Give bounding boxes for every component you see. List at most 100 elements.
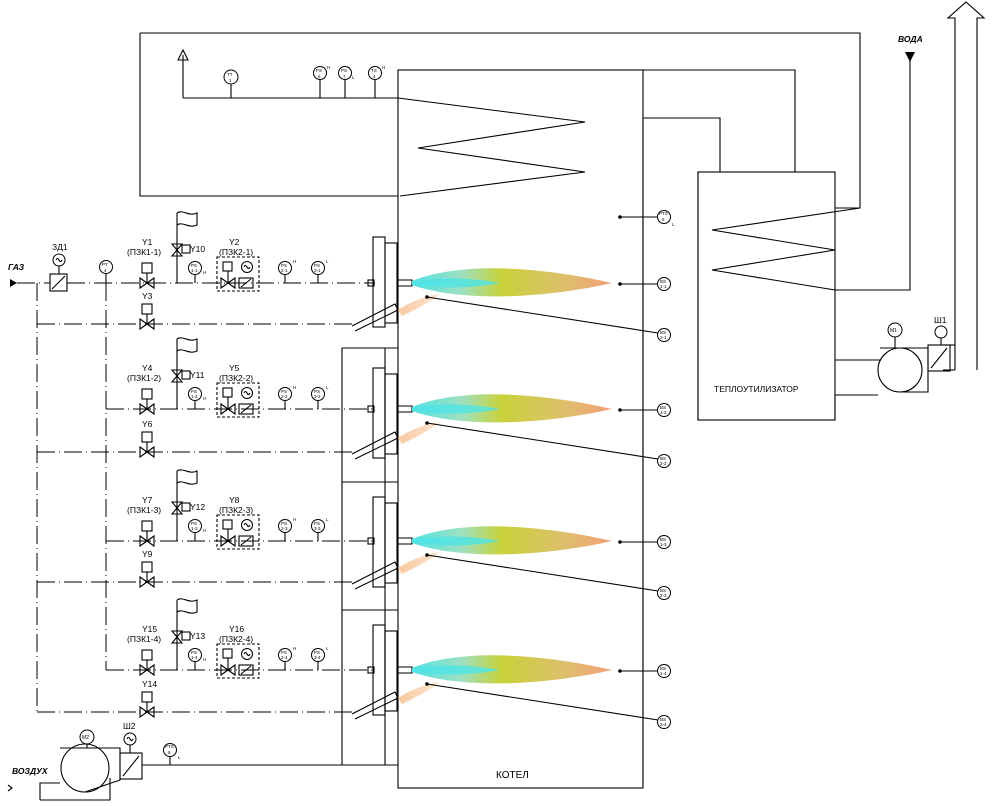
- svg-text:PS: PS: [314, 650, 320, 655]
- boiler-coil: [397, 97, 586, 197]
- control-valve-label: Y2: [229, 237, 240, 247]
- svg-text:BS: BS: [660, 330, 666, 335]
- svg-text:H: H: [293, 517, 296, 522]
- actuator-icon: [243, 390, 251, 396]
- main-valve-sublabel: (ПЗК1-2): [127, 373, 161, 383]
- svg-text:H: H: [382, 65, 385, 70]
- svg-text:3-3: 3-3: [314, 526, 321, 531]
- chimney: [943, 1, 986, 371]
- svg-text:1-2: 1-2: [660, 410, 667, 415]
- svg-text:PS: PS: [281, 263, 287, 268]
- boiler-pressure-switch: PTS 5 L: [618, 210, 675, 227]
- pressure-switch-icon: [188, 261, 202, 275]
- svg-text:PS: PS: [341, 68, 347, 73]
- m1-label: M1: [890, 328, 897, 334]
- svg-text:BS: BS: [660, 717, 666, 722]
- control-valve-group: [216, 514, 260, 550]
- flame-sensor-icon: [657, 664, 671, 678]
- control-valve-sublabel: (ПЗК2-3): [219, 505, 253, 515]
- svg-text:PS: PS: [281, 650, 287, 655]
- flame-sensor-icon: [657, 535, 671, 549]
- svg-text:BS: BS: [660, 537, 666, 542]
- fan-m1: M1 Ш1: [835, 315, 951, 396]
- vent-valve-icon: [170, 243, 184, 257]
- svg-text:2-3: 2-3: [660, 593, 667, 598]
- damper-sh1: [927, 344, 951, 372]
- svg-text:PS: PS: [314, 389, 320, 394]
- vent-valve-icon: [170, 369, 184, 383]
- control-valve-group: [216, 382, 260, 418]
- pilot-flame: [398, 682, 440, 704]
- control-valve-sublabel: (ПЗК2-2): [219, 373, 253, 383]
- svg-text:BS: BS: [660, 456, 666, 461]
- sh1-label: Ш1: [934, 315, 947, 325]
- svg-text:6: 6: [318, 74, 321, 79]
- svg-text:PS: PS: [314, 521, 320, 526]
- svg-text:7: 7: [343, 74, 346, 79]
- pressure-switch-icon: [311, 648, 325, 662]
- control-valve-sublabel: (ПЗК2-1): [219, 247, 253, 257]
- water-label: ВОДА: [898, 34, 923, 44]
- main-valve-icon: [139, 276, 155, 290]
- pilot-burner-tube: [351, 691, 399, 720]
- main-valve-label: Y7: [142, 495, 153, 505]
- svg-text:PTS: PTS: [165, 744, 174, 749]
- svg-text:PS: PS: [191, 263, 197, 268]
- svg-text:BS: BS: [660, 279, 666, 284]
- flame-sensor-icon: [657, 328, 671, 342]
- main-valve-label: Y4: [142, 363, 153, 373]
- pressure-switch-icon: [188, 387, 202, 401]
- pressure-switch-icon: [278, 261, 292, 275]
- gas-inlet: ГАЗ ЗД1 PT 4: [8, 242, 375, 292]
- burner-body: [372, 236, 386, 328]
- svg-text:PS: PS: [314, 263, 320, 268]
- vent-valve-icon: [170, 630, 184, 644]
- pilot-burner-tube: [351, 303, 399, 332]
- control-valve-label: Y5: [229, 363, 240, 373]
- pressure-switch-icon: [278, 648, 292, 662]
- sh2-label: Ш2: [123, 721, 136, 731]
- pressure-switch-icon: [278, 387, 292, 401]
- main-valve-sublabel: (ПЗК1-3): [127, 505, 161, 515]
- svg-text:H: H: [203, 657, 206, 662]
- control-valve-group: [216, 256, 260, 292]
- svg-text:L: L: [326, 646, 329, 651]
- svg-text:TT: TT: [227, 72, 233, 77]
- control-valve-group: [216, 643, 260, 679]
- pressure-switch-icon: [188, 519, 202, 533]
- svg-text:L: L: [178, 755, 181, 760]
- svg-text:1-4: 1-4: [191, 655, 198, 660]
- actuator-icon: [243, 651, 251, 657]
- flue-instruments: TT 1 PS 6 H PS 7 L TS 4 H: [223, 65, 385, 98]
- pilot-flame: [398, 294, 440, 316]
- water-line: ВОДА: [835, 34, 923, 291]
- svg-text:H: H: [203, 270, 206, 275]
- vent-flag-icon: [176, 337, 198, 353]
- vent-flag-icon: [176, 211, 198, 227]
- svg-text:H: H: [203, 528, 206, 533]
- zd1-label: ЗД1: [52, 242, 68, 252]
- pilot-valve-label: Y6: [142, 419, 153, 429]
- svg-text:2-3: 2-3: [281, 526, 288, 531]
- pilot-valve-icon: [139, 705, 155, 719]
- control-valve-sublabel: (ПЗК2-4): [219, 634, 253, 644]
- svg-text:TS: TS: [371, 68, 377, 73]
- svg-text:1-1: 1-1: [660, 284, 667, 289]
- svg-text:2-4: 2-4: [660, 722, 667, 727]
- main-flame: [412, 268, 612, 297]
- pilot-valve-icon: [139, 445, 155, 459]
- vent-valve-label: Y13: [190, 631, 205, 641]
- pilot-flame: [398, 552, 440, 574]
- burner-body: [372, 496, 386, 588]
- svg-text:8: 8: [168, 750, 171, 755]
- svg-text:PT: PT: [102, 262, 108, 267]
- svg-text:H: H: [293, 385, 296, 390]
- svg-text:3-4: 3-4: [314, 655, 321, 660]
- control-valve-label: Y16: [229, 624, 244, 634]
- main-flame: [412, 394, 612, 423]
- svg-text:PTS: PTS: [659, 211, 668, 216]
- main-valve-sublabel: (ПЗК1-1): [127, 247, 161, 257]
- heat-recovery-coil: [711, 207, 861, 291]
- main-valve-label: Y1: [142, 237, 153, 247]
